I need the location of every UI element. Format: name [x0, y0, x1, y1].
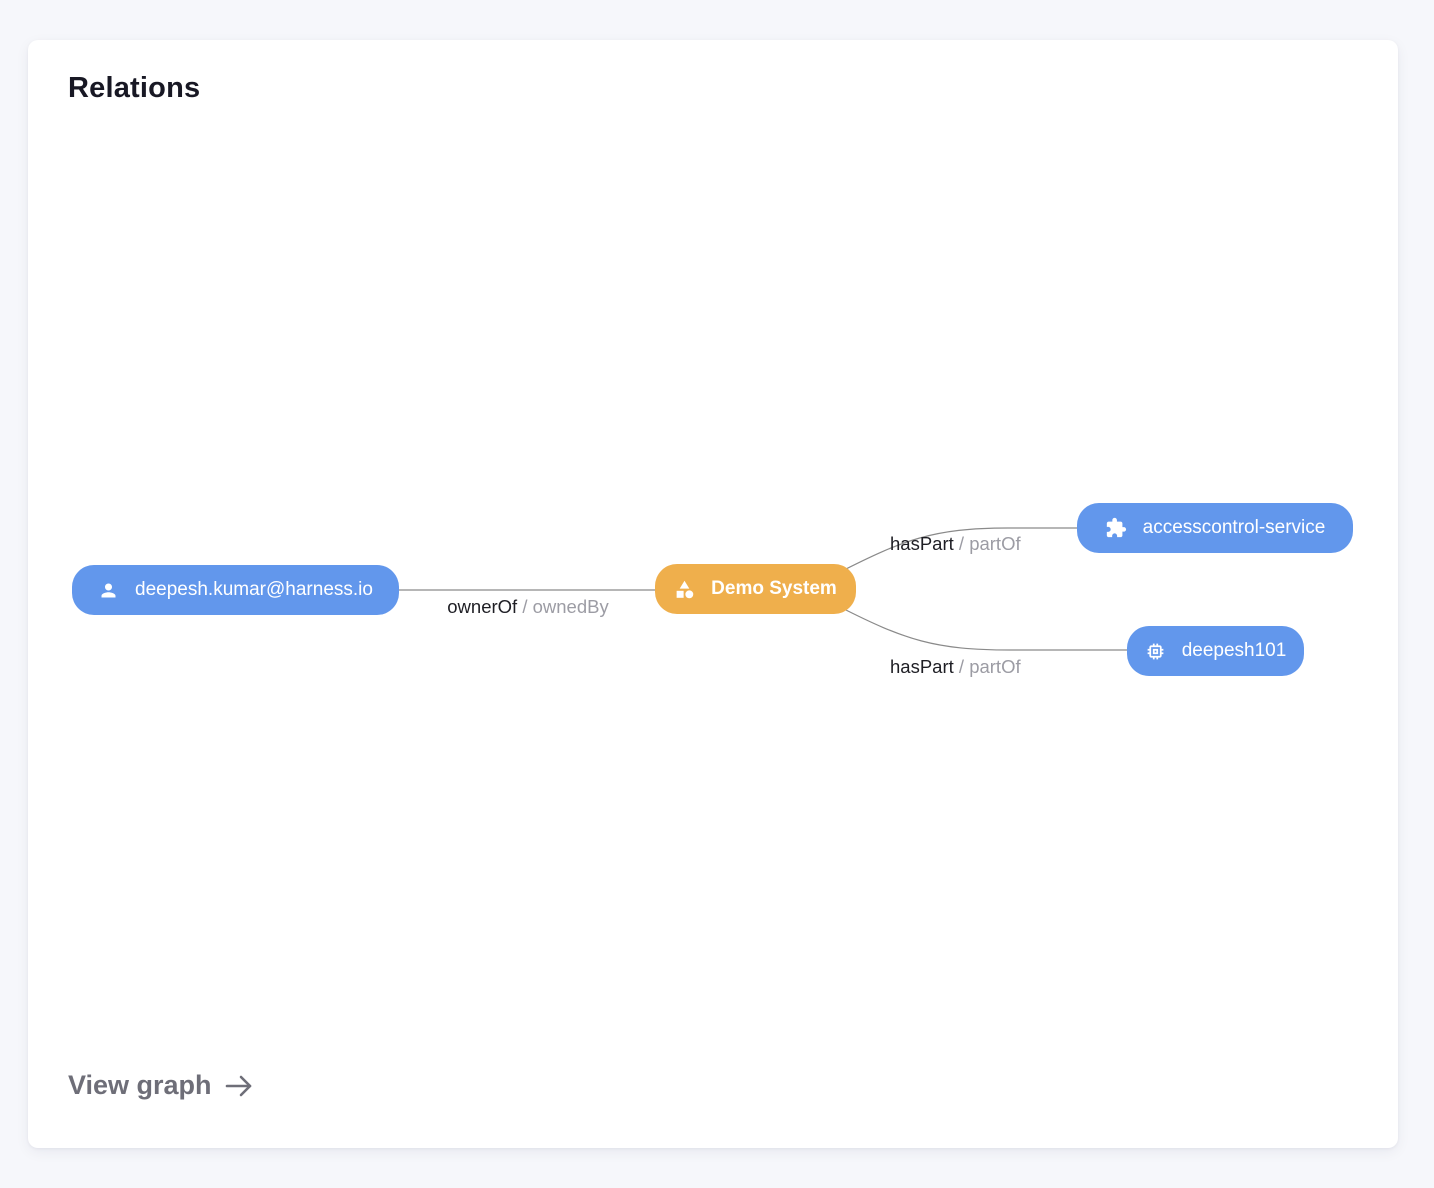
edge-label-primary: ownerOf	[447, 596, 518, 617]
node-service[interactable]: accesscontrol-service	[1077, 503, 1353, 553]
edge-label-secondary: partOf	[969, 533, 1021, 554]
node-label: Demo System	[711, 578, 837, 599]
relations-graph: deepesh.kumar@harness.io Demo System acc…	[28, 40, 1398, 1148]
node-label: deepesh101	[1181, 640, 1287, 661]
edge-label-primary: hasPart	[890, 533, 954, 554]
chip-icon	[1145, 641, 1166, 662]
view-graph-link[interactable]: View graph	[68, 1070, 254, 1101]
node-system[interactable]: Demo System	[655, 564, 856, 614]
node-user[interactable]: deepesh.kumar@harness.io	[72, 565, 399, 615]
edge-label-haspart-bottom: hasPart / partOf	[890, 656, 1021, 678]
shapes-icon	[674, 579, 695, 600]
edge-haspart-top	[837, 527, 1088, 574]
edge-label-separator: /	[517, 596, 533, 617]
edge-label-primary: hasPart	[890, 656, 954, 677]
edge-haspart-bottom	[839, 606, 1138, 651]
node-label: accesscontrol-service	[1142, 517, 1326, 538]
edge-label-secondary: ownedBy	[532, 596, 609, 617]
card-title: Relations	[68, 72, 201, 104]
edge-label-separator: /	[953, 533, 970, 554]
edge-label-ownerof: ownerOf / ownedBy	[408, 596, 648, 618]
right-arrow-icon	[224, 1074, 254, 1098]
node-component[interactable]: deepesh101	[1127, 626, 1304, 676]
edge-label-haspart-top: hasPart / partOf	[890, 533, 1021, 555]
user-icon	[98, 580, 119, 601]
puzzle-icon	[1105, 517, 1127, 539]
graph-edges	[378, 527, 1138, 651]
edge-label-separator: /	[953, 656, 970, 677]
node-label: deepesh.kumar@harness.io	[135, 579, 373, 600]
edge-label-secondary: partOf	[969, 656, 1021, 677]
view-graph-label: View graph	[68, 1070, 212, 1100]
relations-card: Relations deepesh.kumar@harness.io Demo …	[28, 40, 1398, 1148]
